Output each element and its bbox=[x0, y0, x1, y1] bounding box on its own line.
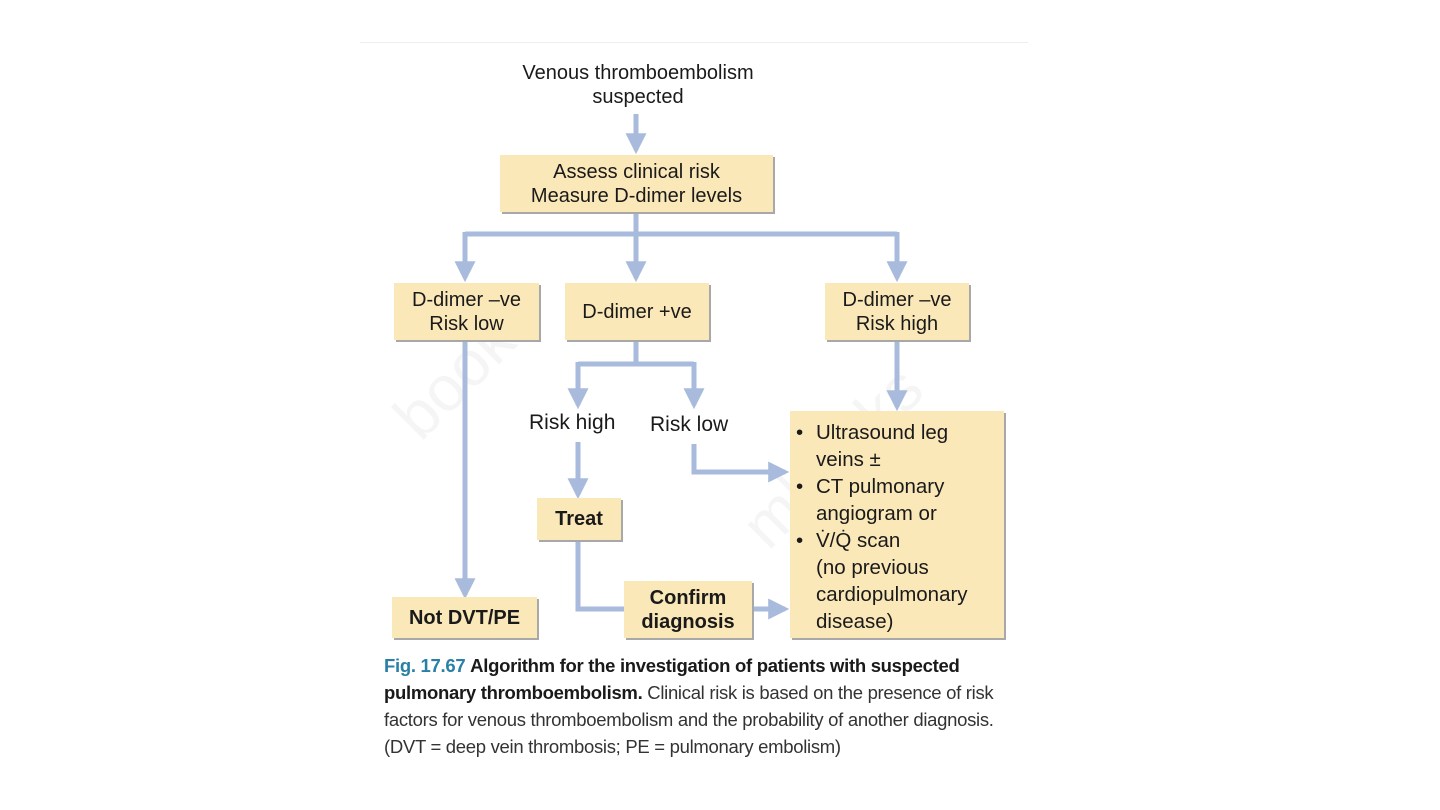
bullet: • bbox=[796, 529, 804, 552]
arrow-risk-low-to-options bbox=[691, 444, 790, 483]
neg-high-line1: D-dimer –ve bbox=[842, 288, 952, 311]
neg-high-line2: Risk high bbox=[855, 312, 939, 335]
item2-line1: CT pulmonary bbox=[816, 475, 945, 498]
caption-body: Clinical risk is based on the presence o… bbox=[384, 682, 994, 757]
top-divider bbox=[360, 42, 1028, 43]
figure-caption: Fig. 17.67 Algorithm for the investigati… bbox=[384, 652, 1024, 760]
connector-treat-to-confirm bbox=[575, 540, 624, 612]
confirm-line1: Confirm bbox=[649, 586, 727, 609]
ddimer-neg-risk-low-box: D-dimer –ve Risk low bbox=[394, 283, 539, 340]
confirm-diagnosis-box: Confirm diagnosis bbox=[624, 581, 752, 638]
pos-line1: D-dimer +ve bbox=[582, 300, 692, 323]
treat-label: Treat bbox=[555, 508, 603, 530]
figure-number: Fig. 17.67 bbox=[384, 655, 466, 676]
item1-line2: veins ± bbox=[816, 448, 881, 471]
ddimer-neg-risk-high-box: D-dimer –ve Risk high bbox=[825, 283, 969, 340]
investigation-item: • Ultrasound leg veins ± bbox=[796, 419, 948, 473]
not-dvt-pe-box: Not DVT/PE bbox=[392, 597, 537, 638]
assess-line1: Assess clinical risk bbox=[553, 160, 720, 183]
bullet: • bbox=[796, 421, 804, 444]
item3-line1: V̇/Q̇ scan bbox=[816, 529, 901, 552]
item1-line1: Ultrasound leg bbox=[816, 421, 949, 444]
neg-low-line1: D-dimer –ve bbox=[412, 288, 521, 311]
investigation-item: • V̇/Q̇ scan (no previous cardiopulmonar… bbox=[796, 527, 968, 635]
item3-line3: cardiopulmonary bbox=[816, 583, 968, 606]
investigations-box: • Ultrasound leg veins ± • CT pulmonary … bbox=[790, 411, 1004, 638]
assess-box: Assess clinical risk Measure D-dimer lev… bbox=[500, 155, 773, 212]
item2-line2: angiogram or bbox=[816, 502, 937, 525]
caption-title: Algorithm for the investigation of patie… bbox=[384, 655, 960, 703]
risk-high-label: Risk high bbox=[529, 411, 616, 434]
assess-line2: Measure D-dimer levels bbox=[530, 184, 743, 207]
item3-line4: disease) bbox=[816, 610, 894, 633]
bullet: • bbox=[796, 475, 804, 498]
start-line2: suspected bbox=[592, 86, 684, 108]
neg-low-line2: Risk low bbox=[429, 312, 504, 335]
ddimer-pos-box: D-dimer +ve bbox=[565, 283, 709, 340]
not-dvt-label: Not DVT/PE bbox=[408, 606, 521, 629]
confirm-line2: diagnosis bbox=[641, 610, 735, 633]
start-node: Venous thromboembolism suspected bbox=[488, 61, 788, 109]
investigation-item: • CT pulmonary angiogram or bbox=[796, 473, 944, 527]
start-line1: Venous thromboembolism bbox=[522, 62, 754, 84]
treat-box: Treat bbox=[537, 498, 621, 540]
item3-line2: (no previous bbox=[816, 556, 929, 579]
risk-low-label: Risk low bbox=[650, 413, 729, 436]
